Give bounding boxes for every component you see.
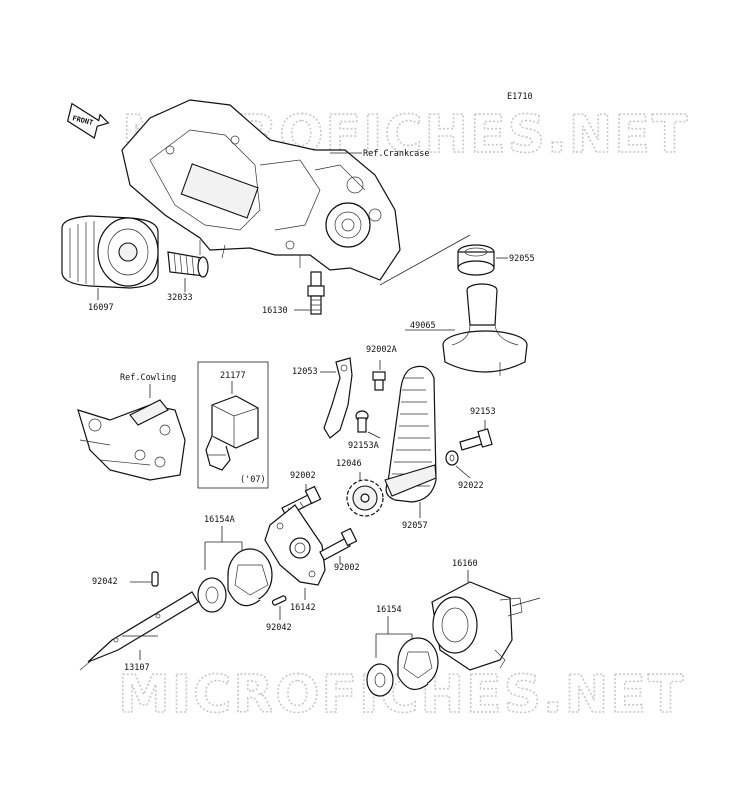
variant-frame xyxy=(197,361,269,489)
bolt-92002-mid-icon xyxy=(319,527,358,561)
part-label-16154: 16154 xyxy=(376,605,402,615)
inner-rotor-16154a-icon xyxy=(197,577,227,613)
ref-cowling-label: Ref.Cowling xyxy=(120,373,176,383)
part-label-92042-left: 92042 xyxy=(92,577,118,587)
sprocket-icon xyxy=(346,479,384,517)
inner-rotor-16154-icon xyxy=(366,663,394,697)
part-label-16130: 16130 xyxy=(262,306,288,316)
oil-pressure-switch-icon xyxy=(307,271,325,315)
variant-note: ('07) xyxy=(240,475,266,485)
bolt-92153-icon xyxy=(459,428,493,451)
oil-strainer-icon xyxy=(442,283,528,376)
part-label-92055: 92055 xyxy=(509,254,535,264)
pump-body-icon xyxy=(431,581,541,671)
part-label-92153A: 92153A xyxy=(348,441,379,451)
front-arrow-icon: FRONT xyxy=(66,102,110,139)
part-label-16160: 16160 xyxy=(452,559,478,569)
part-label-92002A: 92002A xyxy=(366,345,397,355)
part-label-16142: 16142 xyxy=(290,603,316,613)
part-label-13107: 13107 xyxy=(124,663,150,673)
ref-crankcase-label: Ref.Crankcase xyxy=(363,149,430,159)
part-label-32033: 32033 xyxy=(167,293,193,303)
part-label-92002-top: 92002 xyxy=(290,471,316,481)
pump-cover-icon xyxy=(264,504,326,586)
diagram-code: E1710 xyxy=(507,92,533,102)
cowling-bracket-illustration xyxy=(77,399,186,481)
outer-rotor-16154a-icon xyxy=(227,548,273,607)
part-label-92002-mid: 92002 xyxy=(334,563,360,573)
outer-rotor-16154-icon xyxy=(397,637,439,691)
part-label-49065: 49065 xyxy=(410,321,436,331)
part-label-12046: 12046 xyxy=(336,459,362,469)
bolt-92002a-icon xyxy=(372,371,386,391)
sensor-icon xyxy=(205,395,259,471)
crankcase-illustration xyxy=(121,99,401,281)
spring-icon xyxy=(167,251,209,278)
o-ring-icon xyxy=(457,244,495,276)
pump-shaft-icon xyxy=(79,591,199,671)
pin-92042-left-icon xyxy=(151,571,159,587)
washer-92022-icon xyxy=(445,450,459,466)
part-label-92042-mid: 92042 xyxy=(266,623,292,633)
part-label-16154A: 16154A xyxy=(204,515,235,525)
pin-92042-mid-icon xyxy=(271,595,287,606)
part-label-92057: 92057 xyxy=(402,521,428,531)
part-label-16097: 16097 xyxy=(88,303,114,313)
bolt-92153a-icon xyxy=(355,410,369,433)
chain-guide-icon xyxy=(323,357,353,439)
part-label-12053: 12053 xyxy=(292,367,318,377)
part-label-92022: 92022 xyxy=(458,481,484,491)
oil-filter-icon xyxy=(61,215,159,289)
part-label-92153: 92153 xyxy=(470,407,496,417)
part-label-21177: 21177 xyxy=(220,371,246,381)
drive-chain-icon xyxy=(384,365,437,503)
